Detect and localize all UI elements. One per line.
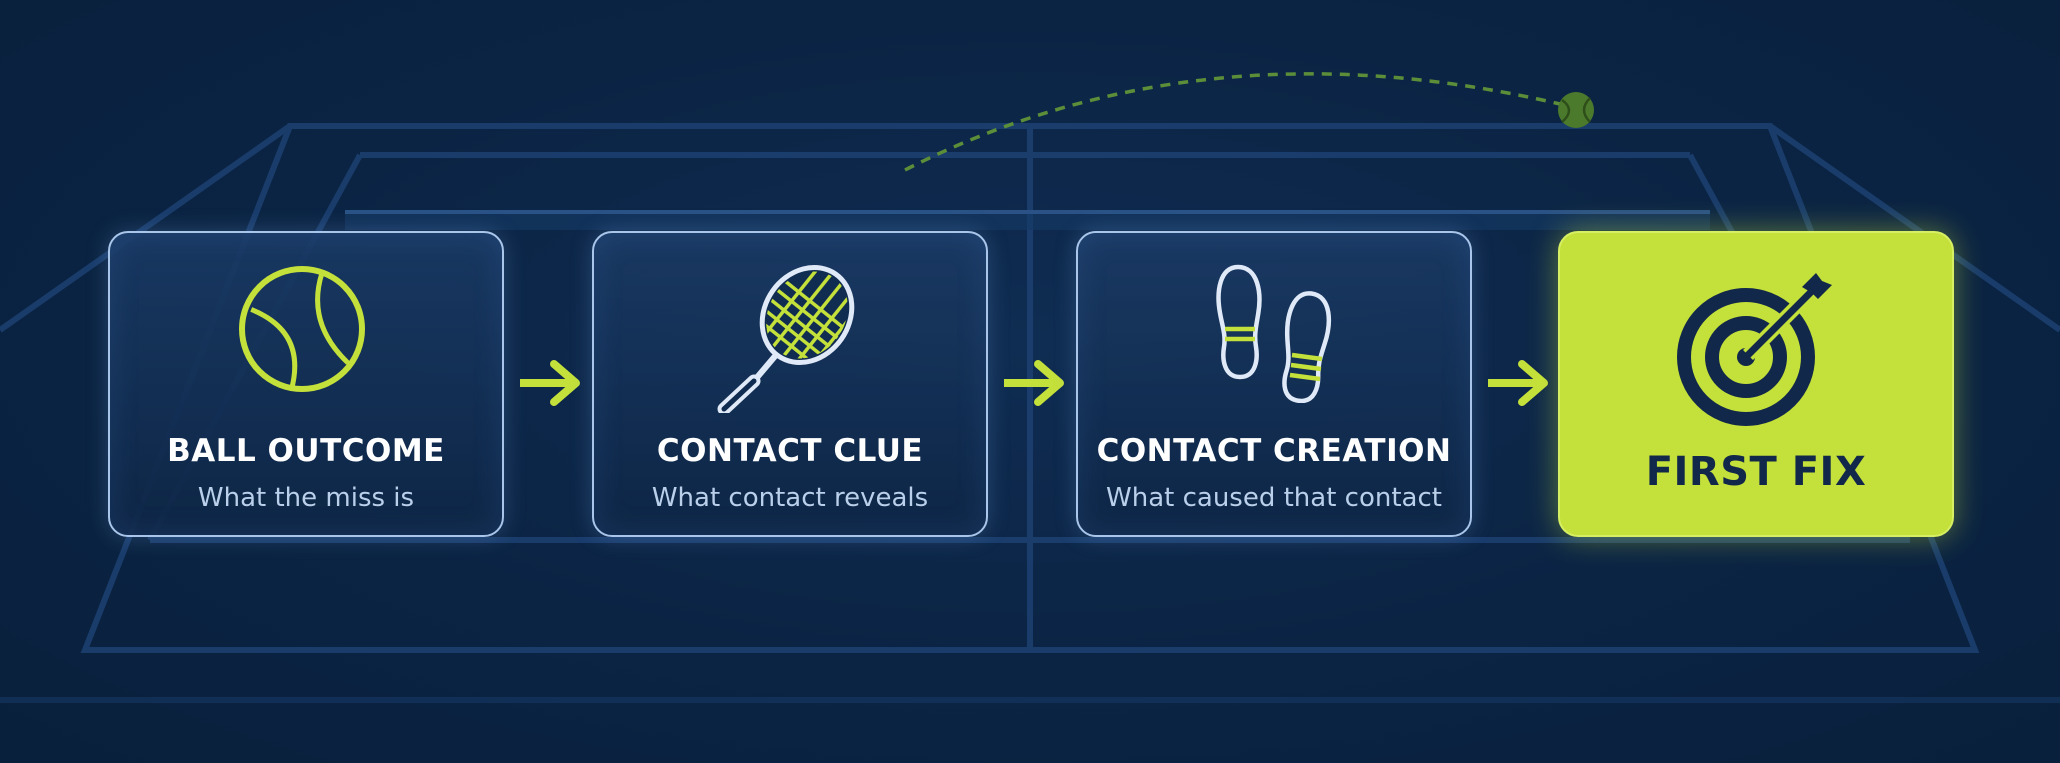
step-title: BALL OUTCOME [167, 433, 445, 469]
tennis-racket-icon [717, 263, 865, 413]
footprints-icon [1216, 264, 1332, 403]
step-subtitle: What caused that contact [1106, 483, 1442, 513]
arrow-right-icon [1488, 360, 1548, 406]
step-subtitle: What contact reveals [651, 483, 929, 513]
tennis-ball-in-air-icon [1558, 92, 1594, 128]
step-first-fix-card: FIRST FIX [1558, 231, 1954, 537]
tennis-ball-icon [239, 266, 365, 392]
target-arrow-icon [1677, 273, 1832, 426]
step-title: CONTACT CLUE [656, 433, 924, 469]
step-contact-creation-card: CONTACT CREATION What caused that contac… [1076, 231, 1472, 537]
step-ball-outcome-card: BALL OUTCOME What the miss is [108, 231, 504, 537]
arrow-right-icon [520, 360, 580, 406]
step-title: FIRST FIX [1645, 449, 1867, 495]
step-subtitle: What the miss is [197, 483, 415, 513]
step-contact-clue-card: CONTACT CLUE What contact reveals [592, 231, 988, 537]
step-title: CONTACT CREATION [1096, 433, 1452, 469]
arrow-right-icon [1004, 360, 1064, 406]
